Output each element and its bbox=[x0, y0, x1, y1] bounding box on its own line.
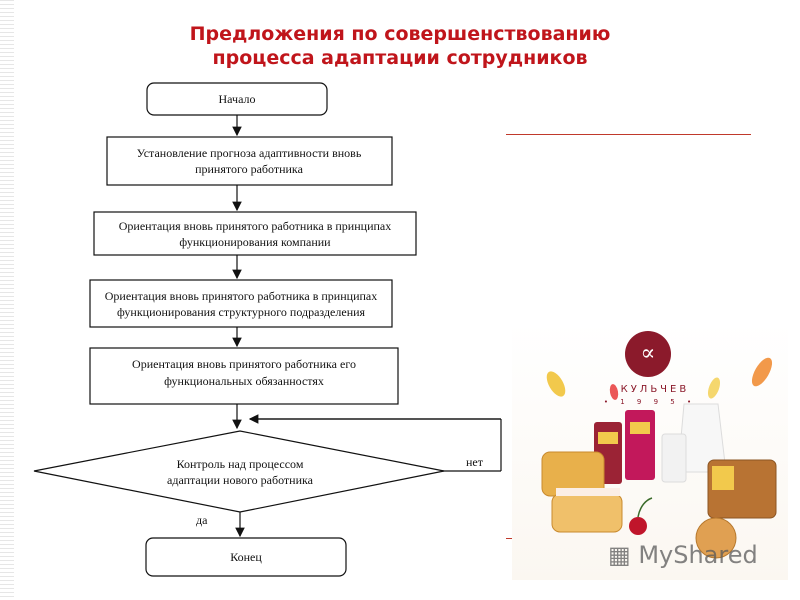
brand-year: • 1 9 9 5 • bbox=[603, 398, 697, 406]
decision-diamond bbox=[33, 430, 445, 513]
adaptation-flowchart: Начало Установление прогноза адаптивност… bbox=[14, 80, 508, 590]
decision-line1: Контроль над процессом bbox=[177, 457, 304, 471]
watermark-text: MyShared bbox=[638, 541, 758, 569]
step1-line2: принятого работника bbox=[195, 162, 304, 176]
step-company-orientation bbox=[93, 211, 417, 256]
myshared-watermark: ▦ MyShared bbox=[608, 540, 758, 570]
yes-branch-label: да bbox=[196, 513, 208, 527]
brand-name: АКУЛЬЧЕВ bbox=[610, 384, 690, 395]
step4-line2: функциональных обязанностях bbox=[164, 374, 324, 388]
step1-line1: Установление прогноза адаптивности вновь bbox=[137, 146, 362, 160]
title-line-1: Предложения по совершенствованию bbox=[189, 23, 611, 45]
step3-line2: функционирования структурного подразделе… bbox=[117, 305, 366, 319]
slide-title: Предложения по совершенствованию процесс… bbox=[0, 22, 800, 70]
product-illustration bbox=[541, 357, 777, 559]
step2-line1: Ориентация вновь принятого работника в п… bbox=[119, 219, 392, 233]
presentation-board-icon: ▦ bbox=[608, 541, 631, 569]
decision-line2: адаптации нового работника bbox=[167, 473, 314, 487]
slide-margin-decoration bbox=[0, 0, 14, 600]
step2-line2: функционирования компании bbox=[179, 235, 331, 249]
title-line-2: процесса адаптации сотрудников bbox=[212, 47, 588, 69]
decorative-rule bbox=[506, 134, 751, 135]
step-department-orientation bbox=[89, 279, 393, 328]
step-duties-orientation bbox=[89, 347, 399, 405]
brand-logo: ∝ bbox=[625, 331, 671, 377]
end-label: Конец bbox=[230, 550, 262, 564]
step3-line1: Ориентация вновь принятого работника в п… bbox=[105, 289, 378, 303]
end-terminal bbox=[145, 537, 347, 577]
step4-line1: Ориентация вновь принятого работника его bbox=[132, 357, 356, 371]
no-branch-label: нет bbox=[466, 455, 484, 469]
product-advertisement-image: ∝ АКУЛЬЧЕВ • 1 9 9 5 • bbox=[512, 322, 788, 580]
step-adaptivity-forecast bbox=[106, 136, 393, 186]
start-label: Начало bbox=[219, 92, 256, 106]
